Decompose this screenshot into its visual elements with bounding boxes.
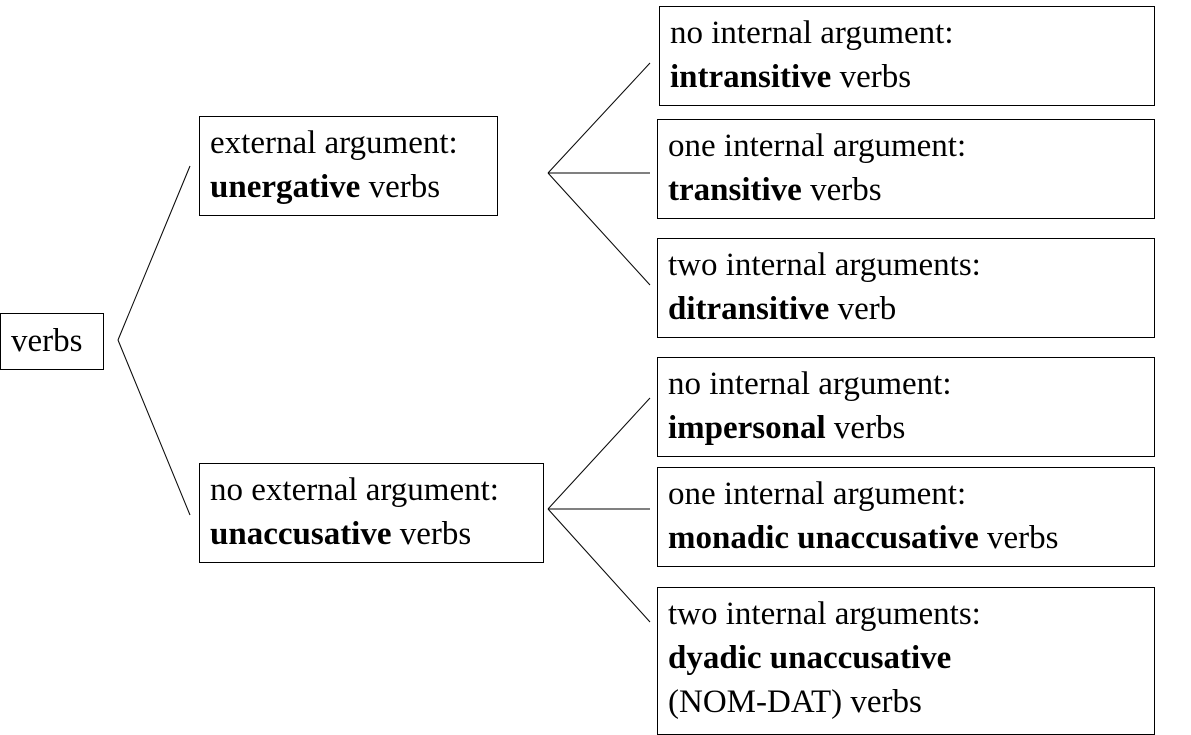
edge-root-to-no-external [117,339,191,516]
node-verbs: verbs [0,313,104,370]
node-suffix: verbs [978,520,1059,556]
node-term: unaccusative [210,516,392,552]
node-suffix: verbs [801,172,882,208]
node-verbs-label: verbs [11,323,83,359]
edge-external-to-ditransitive [547,172,651,286]
node-heading: no internal argument: [668,366,952,402]
node-heading: no external argument: [210,472,499,508]
node-extra-line: (NOM-DAT) verbs [668,684,922,720]
node-term: intransitive [670,59,832,95]
node-suffix: verb [829,291,897,327]
node-term: transitive [668,172,802,208]
node-term: impersonal [668,410,826,446]
node-monadic-unaccusative: one internal argument: monadic unaccusat… [657,467,1155,567]
node-term: monadic unaccusative [668,520,979,556]
node-term: unergative [210,169,361,205]
node-heading: one internal argument: [668,476,967,512]
node-heading: two internal arguments: [668,596,981,632]
node-intransitive: no internal argument: intransitive verbs [659,6,1155,106]
node-impersonal: no internal argument: impersonal verbs [657,357,1155,457]
node-heading: one internal argument: [668,128,967,164]
node-heading: two internal arguments: [668,247,981,283]
node-heading: external argument: [210,125,458,161]
node-suffix: verbs [825,410,906,446]
node-suffix: verbs [831,59,912,95]
edge-external-to-intransitive [547,62,651,174]
edge-no-external-to-impersonal [547,397,651,510]
node-term: ditransitive [668,291,830,327]
node-suffix: verbs [360,169,441,205]
node-no-external-argument: no external argument: unaccusative verbs [199,463,544,563]
edge-root-to-external [117,165,191,341]
node-ditransitive: two internal arguments: ditransitive ver… [657,238,1155,338]
node-external-argument: external argument: unergative verbs [199,116,498,216]
edge-no-external-to-dyadic [547,508,651,623]
node-dyadic-unaccusative: two internal arguments: dyadic unaccusat… [657,587,1155,735]
node-suffix: verbs [391,516,472,552]
node-transitive: one internal argument: transitive verbs [657,119,1155,219]
node-heading: no internal argument: [670,15,954,51]
node-term: dyadic unaccusative [668,640,952,676]
